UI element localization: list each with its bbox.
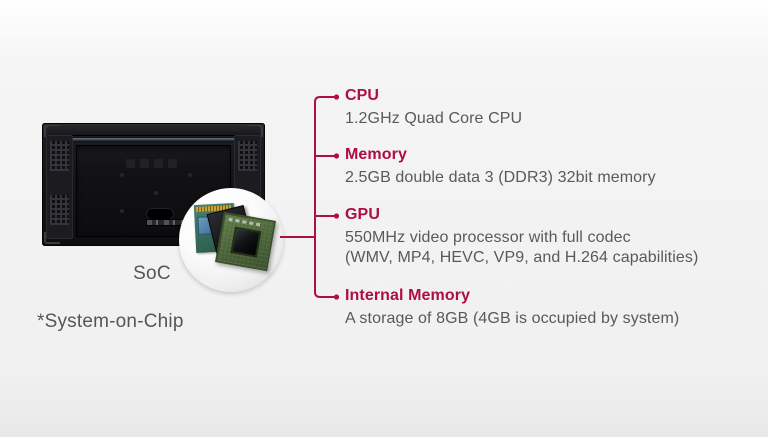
- spec-description: 2.5GB double data 3 (DDR3) 32bit memory: [345, 169, 656, 186]
- vesa-mount-holes: [153, 191, 158, 195]
- handle-bar: [66, 137, 241, 142]
- spec-title: Internal Memory: [345, 287, 471, 304]
- system-on-chip-footnote: *System-on-Chip: [37, 311, 184, 332]
- spec-description: 1.2GHz Quad Core CPU: [345, 110, 523, 127]
- spec-title: Memory: [345, 146, 407, 163]
- spec-description: 550MHz video processor with full codec: [345, 229, 631, 246]
- spec-description: A storage of 8GB (4GB is occupied by sys…: [345, 310, 680, 327]
- chip-marking: [228, 217, 263, 227]
- soc-callout-circle: [179, 188, 283, 292]
- corner-bracket-icon: [44, 232, 60, 244]
- spec-item-cpu: CPU 1.2GHz Quad Core CPU: [345, 86, 522, 129]
- chip-die: [232, 228, 259, 255]
- spec-item-gpu: GPU 550MHz video processor with full cod…: [345, 205, 698, 268]
- spec-description: (WMV, MP4, HEVC, VP9, and H.264 capabili…: [345, 249, 699, 266]
- spec-title: GPU: [345, 206, 380, 223]
- left-vent-column: [46, 135, 73, 239]
- connector-bracket: [280, 94, 340, 300]
- spec-item-memory: Memory 2.5GB double data 3 (DDR3) 32bit …: [345, 145, 656, 188]
- soc-label: SoC: [133, 263, 171, 284]
- top-edge-strip: [48, 126, 259, 136]
- soc-chips-icon: [214, 211, 277, 272]
- spec-title: CPU: [345, 87, 380, 104]
- spec-item-internal-memory: Internal Memory A storage of 8GB (4GB is…: [345, 286, 679, 329]
- cable-cutout: [147, 209, 174, 219]
- embossed-marking: [125, 159, 182, 168]
